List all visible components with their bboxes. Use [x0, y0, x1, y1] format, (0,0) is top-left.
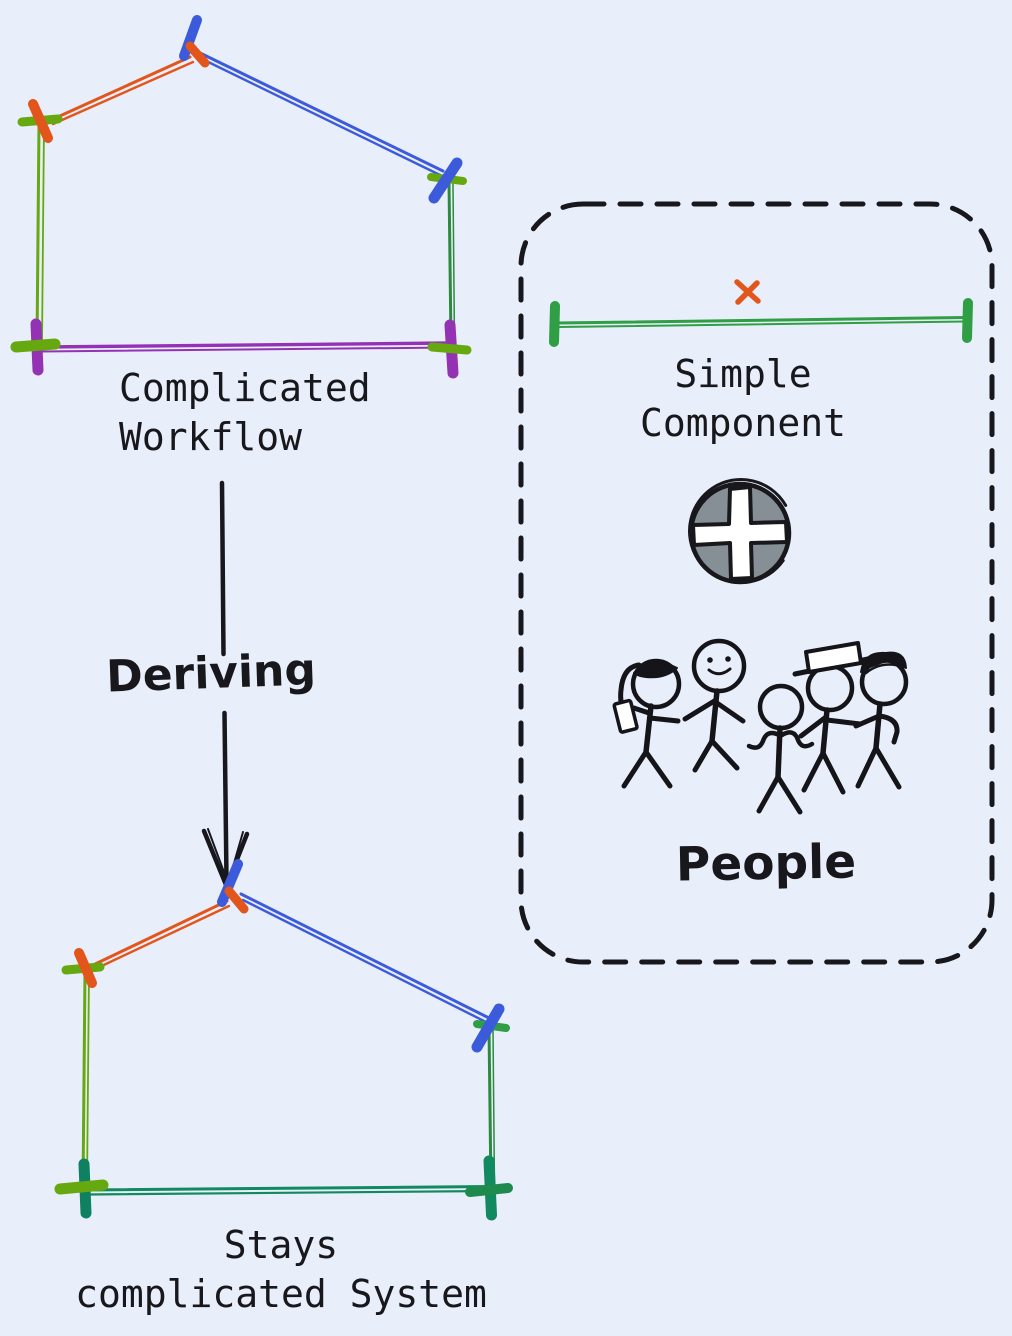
- simple-component-label: Simple Component: [640, 352, 846, 445]
- stick-figure-plain: [746, 683, 815, 815]
- corner-tick: [217, 859, 243, 907]
- complicated-workflow-label: Complicated Workflow: [119, 366, 371, 459]
- corner-tick: [427, 342, 472, 355]
- people-drawing: [612, 638, 909, 815]
- people-label: People: [675, 834, 857, 893]
- end-tick: [549, 301, 560, 347]
- corner-tick: [471, 1003, 505, 1053]
- corner-tick: [74, 948, 97, 988]
- corner-tick: [54, 1179, 109, 1195]
- corner-tick: [428, 157, 463, 204]
- orange-x-icon: [734, 279, 761, 305]
- phone-icon: [612, 698, 639, 734]
- corner-tick: [224, 886, 249, 914]
- stick-figure-hair: [853, 651, 909, 790]
- stick-figure-hat: [792, 641, 871, 795]
- corner-tick: [185, 41, 210, 68]
- corner-tick: [179, 15, 202, 61]
- stays-complicated-system-label: Stays complicated System: [75, 1223, 487, 1316]
- plus-circle-icon: [688, 478, 794, 585]
- dashed-group-box: [518, 201, 995, 965]
- end-tick: [962, 298, 973, 343]
- stick-figure-phone: [612, 658, 682, 789]
- deriving-arrow: [201, 480, 250, 889]
- complicated-workflow-shape: [10, 15, 472, 379]
- stick-figure-smiley: [682, 638, 747, 773]
- corner-tick: [28, 99, 53, 143]
- corner-tick: [10, 338, 61, 353]
- simple-component-line: [549, 279, 973, 347]
- corner-tick: [465, 1183, 513, 1197]
- stays-complicated-shape: [54, 859, 513, 1221]
- deriving-label: Deriving: [105, 644, 317, 703]
